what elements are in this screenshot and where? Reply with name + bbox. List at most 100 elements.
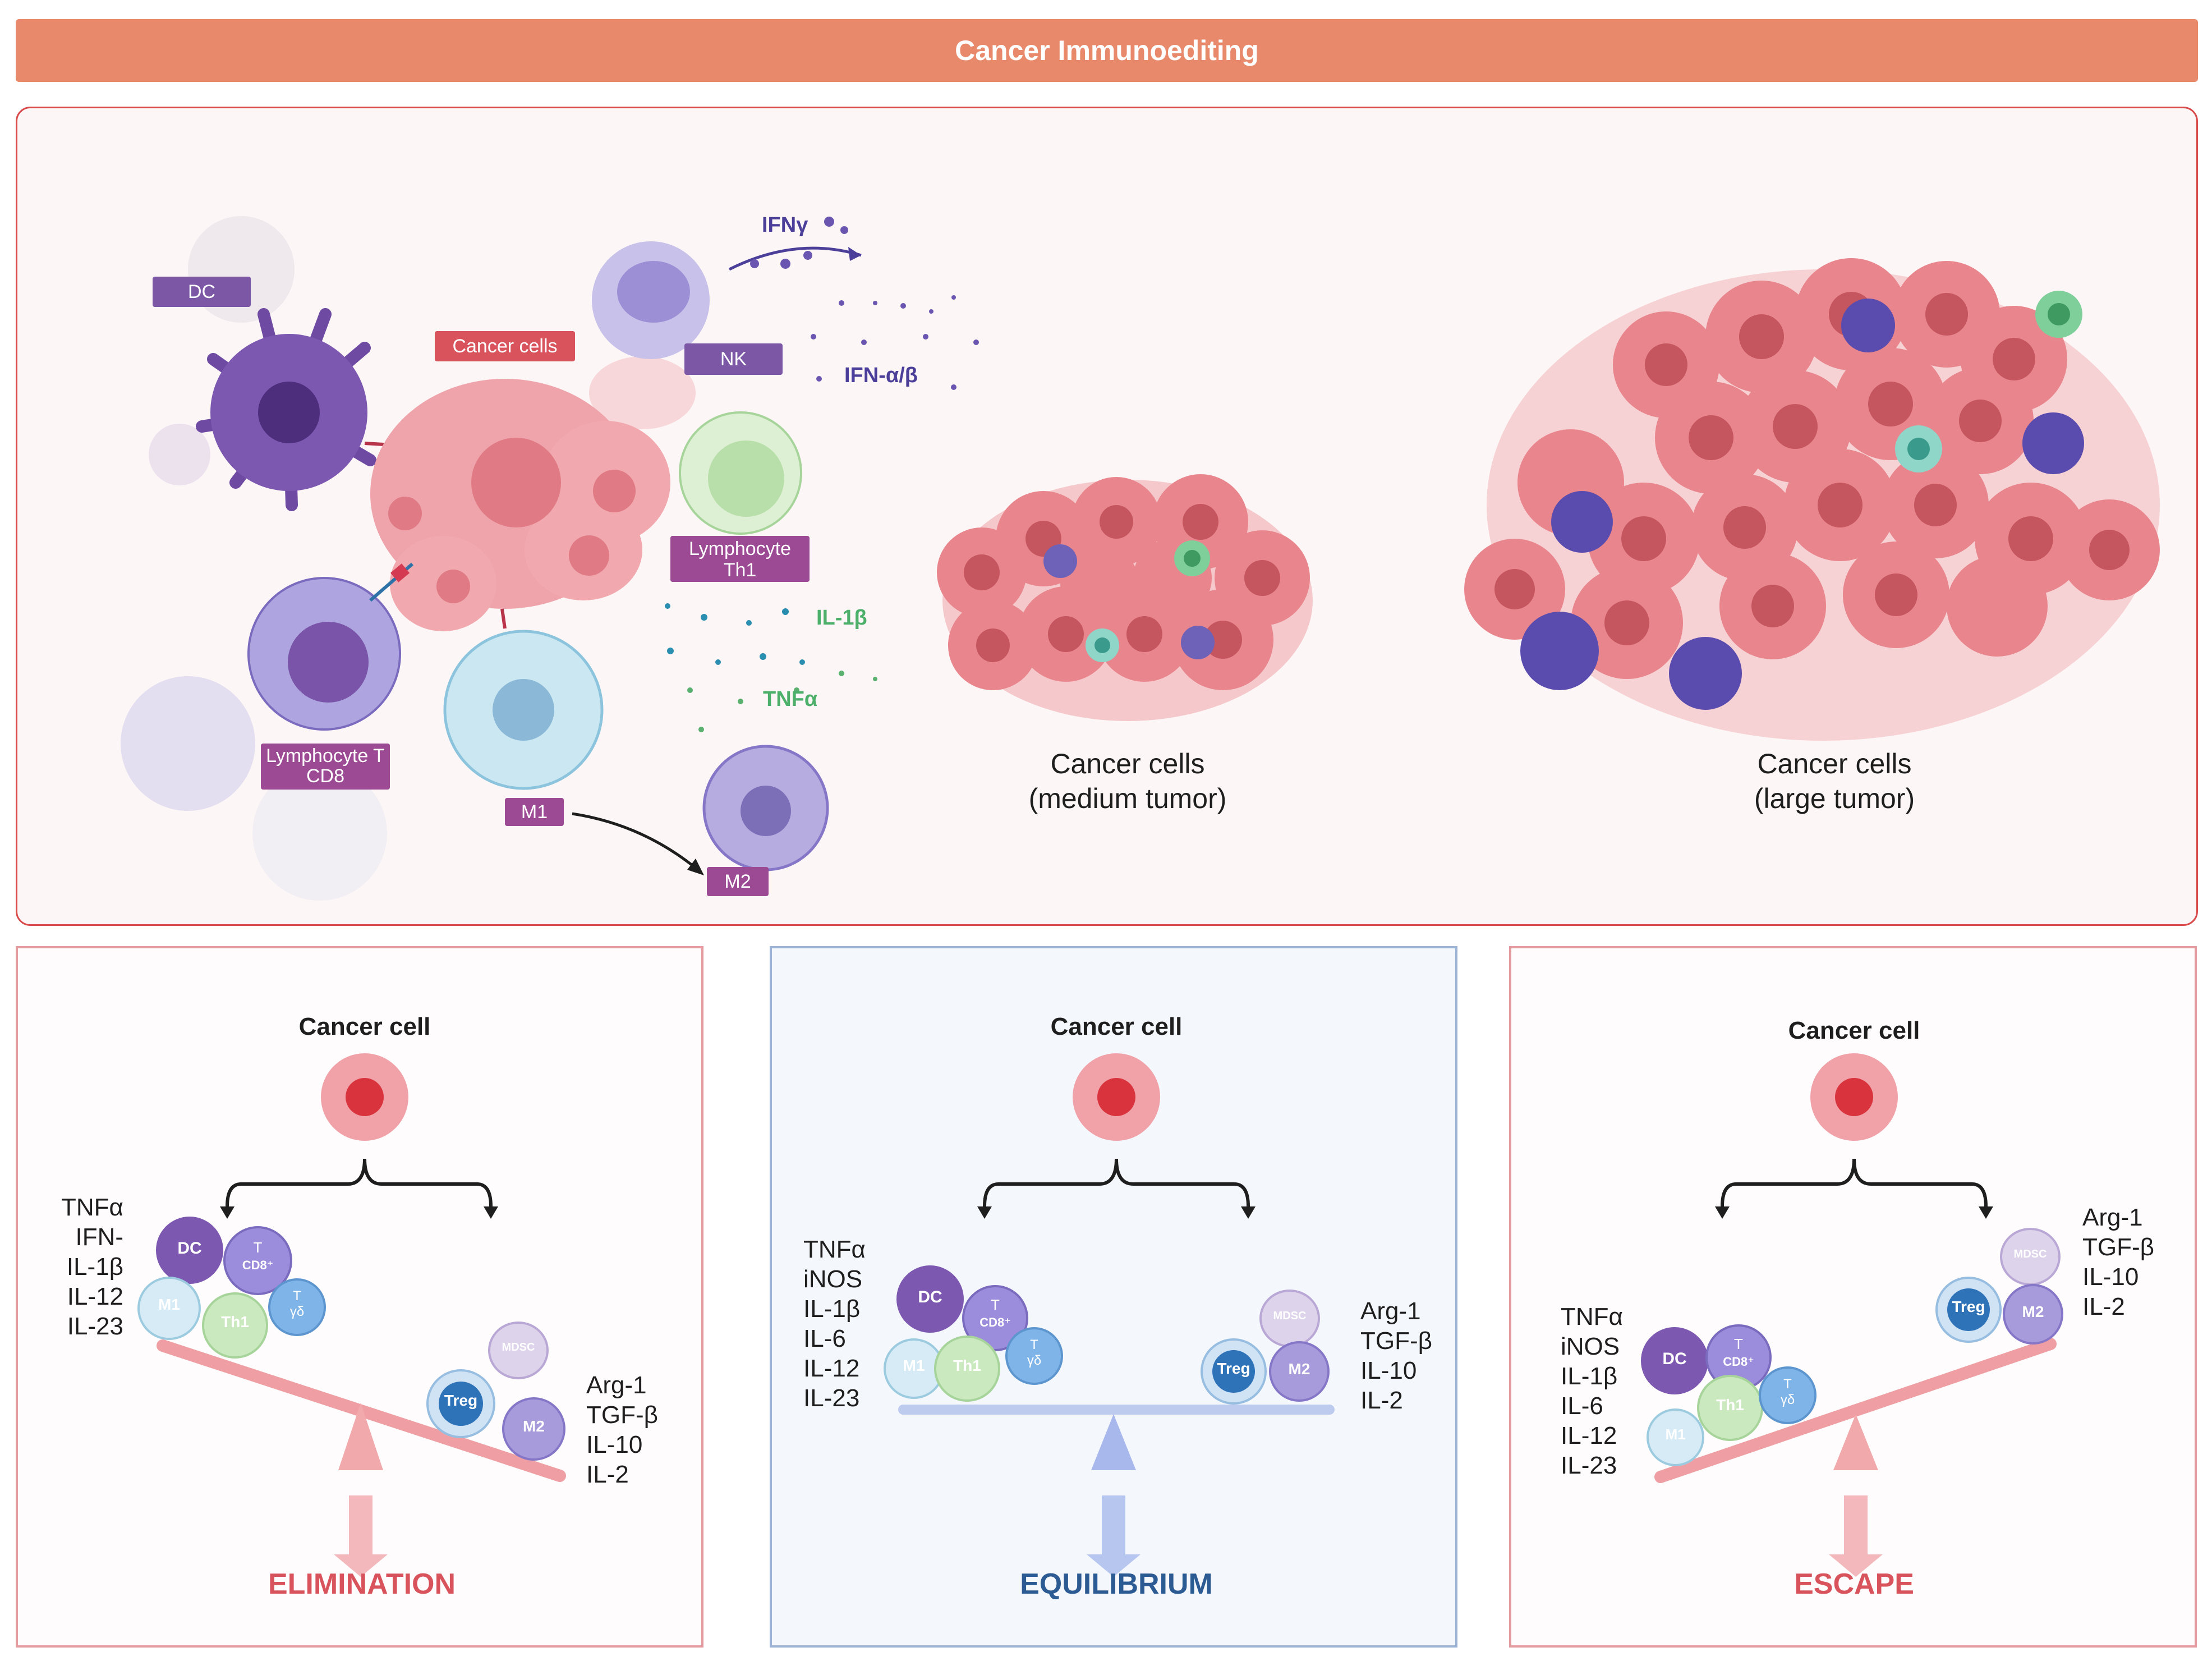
esc-right-item: IL-10 (2082, 1263, 2139, 1291)
th1-badge-label: Th1 (953, 1357, 981, 1374)
cancer-cells-label: Cancer cells (435, 331, 575, 361)
m1-badge-label: M1 (1665, 1426, 1686, 1443)
cd8-badge (223, 1226, 292, 1295)
equi-down-arrow-shaft (1102, 1495, 1125, 1557)
elim-title: Cancer cell (298, 1013, 431, 1040)
esc-title: Cancer cell (1788, 1017, 1920, 1044)
esc-down-arrow-head (1829, 1554, 1883, 1577)
ifn-gamma-label: IFNγ (762, 213, 808, 237)
m1-badge-label: M1 (158, 1296, 180, 1313)
mdsc-badge (1259, 1290, 1320, 1347)
equi-left-item: IL-6 (803, 1325, 846, 1352)
elim-arrowhead-right (484, 1206, 498, 1219)
th1-label: Lymphocyte Th1 (670, 536, 810, 582)
elimination-label: ELIMINATION (268, 1568, 456, 1600)
m2-badge (1269, 1341, 1330, 1402)
esc-left-item: IL-23 (1561, 1452, 1617, 1479)
th1-badge-label: Th1 (1716, 1396, 1744, 1414)
equi-left-list: TNFα iNOS IL-1β IL-6 IL-12 IL-23 (803, 1235, 893, 1413)
elim-left-item: TNFα (61, 1194, 123, 1221)
cancer-cluster-icon (370, 356, 696, 631)
medium-tumor-label: Cancer cells (medium tumor) (1028, 748, 1227, 814)
th1-cell-icon (679, 411, 802, 535)
elim-left-item: IL-1β (66, 1253, 123, 1281)
esc-down-arrow-shaft (1844, 1495, 1868, 1557)
escape-label: ESCAPE (1794, 1568, 1914, 1600)
equi-title: Cancer cell (1050, 1013, 1183, 1040)
tgd-badge-t: T (1030, 1337, 1038, 1352)
m1-badge-label: M1 (903, 1357, 925, 1374)
nk-cell-icon (592, 241, 710, 359)
equi-right-item: TGF-β (1360, 1327, 1432, 1355)
ifn-gamma-arrowhead (848, 247, 861, 261)
esc-branch-arrows (1721, 1158, 1988, 1207)
equi-right-list: Arg-1 TGF-β IL-10 IL-2 (1360, 1296, 1461, 1415)
dc-badge-label: DC (1662, 1350, 1687, 1368)
th1-badge (934, 1336, 1000, 1402)
cd8-badge-sub: CD8⁺ (242, 1258, 274, 1272)
cd8-cell-icon (121, 577, 401, 901)
tgd-badge (268, 1278, 326, 1336)
header-title: Cancer Immunoediting (955, 35, 1259, 66)
equi-left-item: IL-23 (803, 1384, 860, 1412)
esc-arrowhead-left (1715, 1206, 1730, 1219)
treg-badge-label: Treg (1217, 1360, 1250, 1377)
dc-badge (156, 1217, 223, 1284)
dc-badge-label: DC (177, 1239, 202, 1258)
elim-fulcrum-icon (338, 1403, 383, 1470)
elim-left-item: IL-12 (67, 1283, 123, 1310)
mdsc-badge (488, 1322, 549, 1379)
elim-right-item: IL-2 (586, 1461, 629, 1488)
m2-macrophage-icon (702, 745, 829, 871)
esc-left-item: IL-1β (1561, 1362, 1618, 1390)
th1-badge (202, 1292, 268, 1359)
nk-label: NK (684, 343, 783, 375)
elim-down-arrow-shaft (349, 1495, 373, 1557)
m2-label: M2 (707, 867, 769, 896)
m1-label: M1 (505, 798, 564, 826)
equi-arrowhead-left (977, 1206, 992, 1219)
esc-arrowhead-right (1979, 1206, 1993, 1219)
dendritic-cell-icon (196, 308, 376, 511)
mdsc-badge-label: MDSC (1273, 1310, 1307, 1322)
elim-right-list: Arg-1 TGF-β IL-10 IL-2 (586, 1370, 687, 1489)
cd8-badge-sub: CD8⁺ (1723, 1355, 1754, 1369)
m1-badge (137, 1277, 201, 1340)
ifn-ab-label: IFN-α/β (844, 364, 918, 387)
il1b-label: IL-1β (816, 606, 867, 630)
antibody-icon (369, 562, 413, 602)
dc-label: DC (153, 277, 251, 307)
ifn-dots-icon (750, 217, 979, 390)
m1-macrophage-icon (443, 608, 604, 790)
equi-fulcrum-icon (1091, 1414, 1136, 1470)
esc-right-item: Arg-1 (2082, 1204, 2143, 1231)
esc-cancer-cell-icon (1810, 1053, 1898, 1141)
large-tumor-icon (1464, 258, 2160, 741)
elim-cancer-cell-icon (321, 1053, 408, 1141)
equi-left-item: IL-12 (803, 1355, 860, 1382)
mdsc-badge-label: MDSC (502, 1341, 535, 1353)
equi-down-arrow-head (1087, 1554, 1141, 1577)
cd8-badge-t: T (1734, 1336, 1743, 1352)
th1-badge-label: Th1 (221, 1313, 249, 1330)
equi-left-item: iNOS (803, 1265, 863, 1293)
elim-left-list: TNFα IFN- IL-1β IL-12 IL-23 (34, 1192, 123, 1341)
elim-left-item: IL-23 (67, 1313, 123, 1340)
m1-to-m2-arrow (572, 812, 702, 874)
top-illustration (121, 216, 2160, 901)
equi-left-item: IL-1β (803, 1295, 861, 1323)
equi-left-item: TNFα (803, 1236, 866, 1263)
m2-badge-label: M2 (2022, 1303, 2044, 1320)
tgd-badge (1759, 1366, 1816, 1424)
tgd-badge-sub: γδ (289, 1304, 305, 1319)
esc-left-list: TNFα iNOS IL-1β IL-6 IL-12 IL-23 (1561, 1302, 1650, 1480)
elim-right-item: IL-10 (586, 1431, 643, 1458)
elim-left-item: IFN- (75, 1223, 123, 1251)
equi-cancer-cell-icon (1073, 1053, 1160, 1141)
dc-badge (896, 1265, 964, 1333)
tgd-badge (1005, 1327, 1063, 1385)
esc-fulcrum-icon (1833, 1414, 1878, 1470)
treg-badge-core (1947, 1288, 1990, 1331)
cd8-badge-t: T (253, 1239, 263, 1256)
